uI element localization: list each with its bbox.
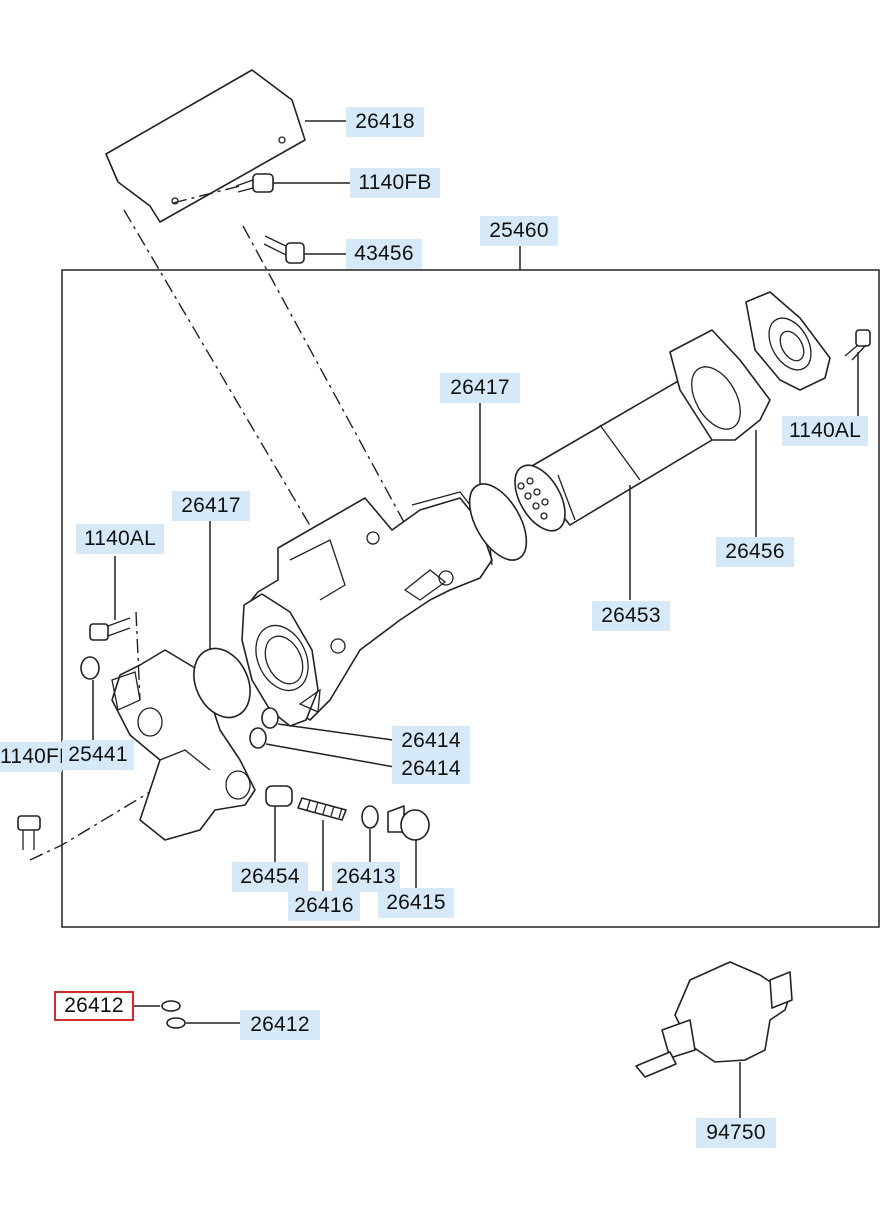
bolt-1140al-left-part bbox=[89, 556, 141, 701]
plug-26415-part bbox=[387, 805, 430, 888]
callout-26417-right[interactable]: 26417 bbox=[440, 373, 520, 403]
callout-26414-a[interactable]: 26414 bbox=[392, 726, 470, 756]
gasket-26456-part bbox=[745, 291, 831, 537]
sleeve-26454-part bbox=[265, 785, 293, 862]
callout-94750[interactable]: 94750 bbox=[696, 1118, 776, 1148]
callout-1140fb[interactable]: 1140FB bbox=[350, 168, 440, 198]
heat-shield-part bbox=[105, 69, 346, 223]
callout-25460[interactable]: 25460 bbox=[480, 216, 558, 246]
bolt-43456-part bbox=[263, 235, 346, 264]
gasket-26417-right-part bbox=[468, 402, 528, 561]
oring-25441-part bbox=[80, 656, 100, 740]
gasket-26417-left-part bbox=[193, 520, 251, 719]
callout-26412[interactable]: 26412 bbox=[240, 1010, 320, 1040]
oring-26414-part bbox=[249, 707, 401, 769]
callout-1140ff[interactable]: 1140FF bbox=[0, 742, 72, 772]
callout-26456[interactable]: 26456 bbox=[716, 537, 794, 567]
bolt-1140fb-part bbox=[235, 173, 350, 193]
oring-26413-part bbox=[361, 805, 379, 862]
callout-1140al-left[interactable]: 1140AL bbox=[76, 524, 164, 554]
callout-1140al-right[interactable]: 1140AL bbox=[782, 416, 868, 446]
callout-26416[interactable]: 26416 bbox=[288, 891, 360, 921]
cooler-housing-part bbox=[241, 491, 493, 727]
bolt-1140al-right-part bbox=[844, 329, 871, 430]
cooler-tube-part bbox=[514, 379, 713, 600]
end-flange-part bbox=[669, 329, 771, 441]
assembly-frame bbox=[61, 269, 880, 928]
callout-26418[interactable]: 26418 bbox=[346, 107, 424, 137]
callout-26454[interactable]: 26454 bbox=[232, 862, 308, 892]
callout-26414-b[interactable]: 26414 bbox=[392, 754, 470, 784]
callout-26417-left[interactable]: 26417 bbox=[172, 491, 250, 521]
callout-26415[interactable]: 26415 bbox=[378, 888, 454, 918]
stud-26416-part bbox=[297, 797, 347, 892]
callout-43456[interactable]: 43456 bbox=[346, 239, 422, 269]
pressure-switch-94750-part bbox=[635, 961, 793, 1118]
callout-26453[interactable]: 26453 bbox=[592, 601, 670, 631]
callout-26412-selected[interactable]: 26412 bbox=[54, 991, 134, 1021]
bolt-1140ff-part bbox=[17, 791, 151, 861]
callout-26413[interactable]: 26413 bbox=[332, 862, 400, 892]
callout-25441[interactable]: 25441 bbox=[62, 740, 134, 770]
oring-26412-part bbox=[133, 1000, 240, 1029]
